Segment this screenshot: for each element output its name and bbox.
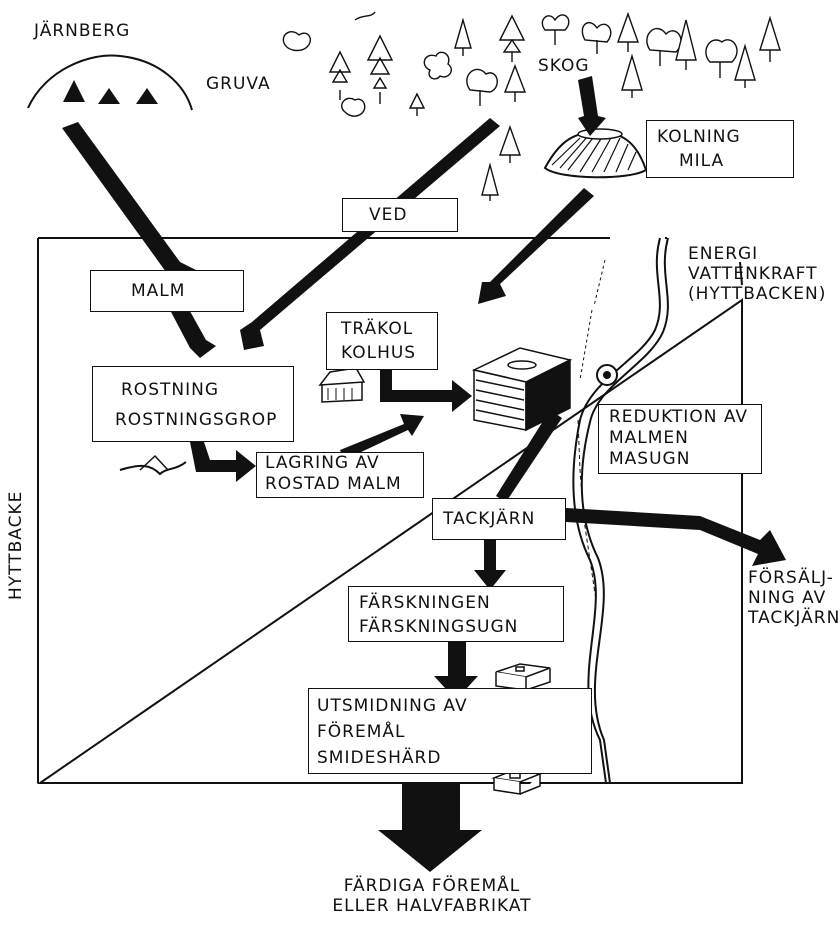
arrow-skog-to-mila bbox=[578, 76, 606, 136]
rostning-box: ROSTNING ROSTNINGSGROP bbox=[92, 366, 294, 442]
arrow-malm-to-rostning bbox=[170, 304, 216, 358]
reduktion-line-2: MALMEN bbox=[609, 428, 689, 448]
arrow-furnace-to-tackjarn bbox=[496, 410, 562, 502]
output-label: FÄRDIGA FÖREMÅL ELLER HALVFABRIKAT bbox=[332, 876, 532, 916]
energi-label: ENERGI VATTENKRAFT (HYTTBACKEN) bbox=[688, 244, 827, 304]
blast-furnace bbox=[471, 347, 573, 432]
arrow-mine-to-malm bbox=[62, 122, 196, 284]
lagring-line-2: ROSTAD MALM bbox=[265, 474, 402, 494]
tackjarn-text: TACKJÄRN bbox=[443, 509, 536, 529]
malm-box: MALM bbox=[90, 270, 244, 312]
trakol-line-1: TRÄKOL bbox=[341, 319, 414, 339]
roasting-pit bbox=[119, 461, 187, 476]
arrow-to-output bbox=[378, 782, 482, 872]
malm-text: MALM bbox=[131, 281, 186, 301]
lagring-line-1: LAGRING AV bbox=[265, 453, 380, 473]
arrow-tackjarn-to-sale bbox=[566, 508, 786, 566]
mountain-outline bbox=[27, 54, 193, 111]
arrow-tackjarn-to-farskning bbox=[474, 540, 506, 590]
gruva-label: GRUVA bbox=[206, 74, 271, 94]
reduktion-line-3: MASUGN bbox=[609, 449, 691, 469]
river bbox=[572, 237, 669, 784]
arrow-trakol-to-furnace bbox=[380, 366, 472, 412]
utsmidning-line-1: UTSMIDNING AV bbox=[317, 696, 468, 716]
mine-entrance-2 bbox=[98, 88, 120, 104]
utsmidning-line-2: FÖREMÅL bbox=[317, 722, 406, 742]
utsmidning-box: UTSMIDNING AV FÖREMÅL SMIDESHÄRD bbox=[308, 688, 592, 774]
kolning-line-2: MILA bbox=[679, 151, 725, 171]
reduktion-box: REDUKTION AV MALMEN MASUGN bbox=[598, 404, 762, 474]
arrow-ved-to-rostning bbox=[240, 118, 500, 350]
skog-label: SKOG bbox=[538, 56, 590, 76]
rostning-line-1: ROSTNING bbox=[121, 380, 219, 400]
forest bbox=[282, 11, 781, 201]
trakol-box: TRÄKOL KOLHUS bbox=[326, 312, 438, 370]
arrow-lagring-to-furnace bbox=[340, 414, 424, 460]
mine-entrance-1 bbox=[63, 80, 85, 102]
rostning-line-2: ROSTNINGSGROP bbox=[115, 410, 278, 430]
farskning-line-2: FÄRSKNINGSUGN bbox=[359, 617, 519, 637]
hyttbacke-label: HYTTBACKE bbox=[6, 490, 26, 600]
ved-box: VED bbox=[342, 198, 458, 232]
forsaljning-label: FÖRSÄLJ- NING AV TACKJÄRN bbox=[748, 568, 840, 628]
arrow-rostning-to-lagring bbox=[190, 442, 256, 482]
farskning-box: FÄRSKNINGEN FÄRSKNINGSUGN bbox=[348, 586, 564, 642]
charcoal-house bbox=[318, 367, 366, 403]
farskning-line-1: FÄRSKNINGEN bbox=[359, 593, 491, 613]
kolning-box: KOLNING MILA bbox=[646, 120, 794, 178]
arrow-mila-to-trakol bbox=[478, 188, 594, 304]
trakol-line-2: KOLHUS bbox=[341, 343, 417, 363]
mine-entrance-3 bbox=[136, 88, 158, 104]
lagring-box: LAGRING AV ROSTAD MALM bbox=[256, 452, 424, 498]
tackjarn-box: TACKJÄRN bbox=[432, 498, 566, 540]
jarnberg-label: JÄRNBERG bbox=[34, 21, 131, 41]
kolning-line-1: KOLNING bbox=[657, 127, 741, 147]
reduktion-line-1: REDUKTION AV bbox=[609, 407, 748, 427]
arrow-farskning-to-utsmidning bbox=[434, 640, 478, 700]
refining-furnace bbox=[495, 663, 551, 691]
utsmidning-line-3: SMIDESHÄRD bbox=[317, 748, 442, 768]
flow-arrows bbox=[62, 76, 786, 872]
charcoal-stack bbox=[543, 130, 648, 179]
hyttbacke-boundary bbox=[36, 237, 743, 784]
ved-text: VED bbox=[369, 205, 408, 225]
